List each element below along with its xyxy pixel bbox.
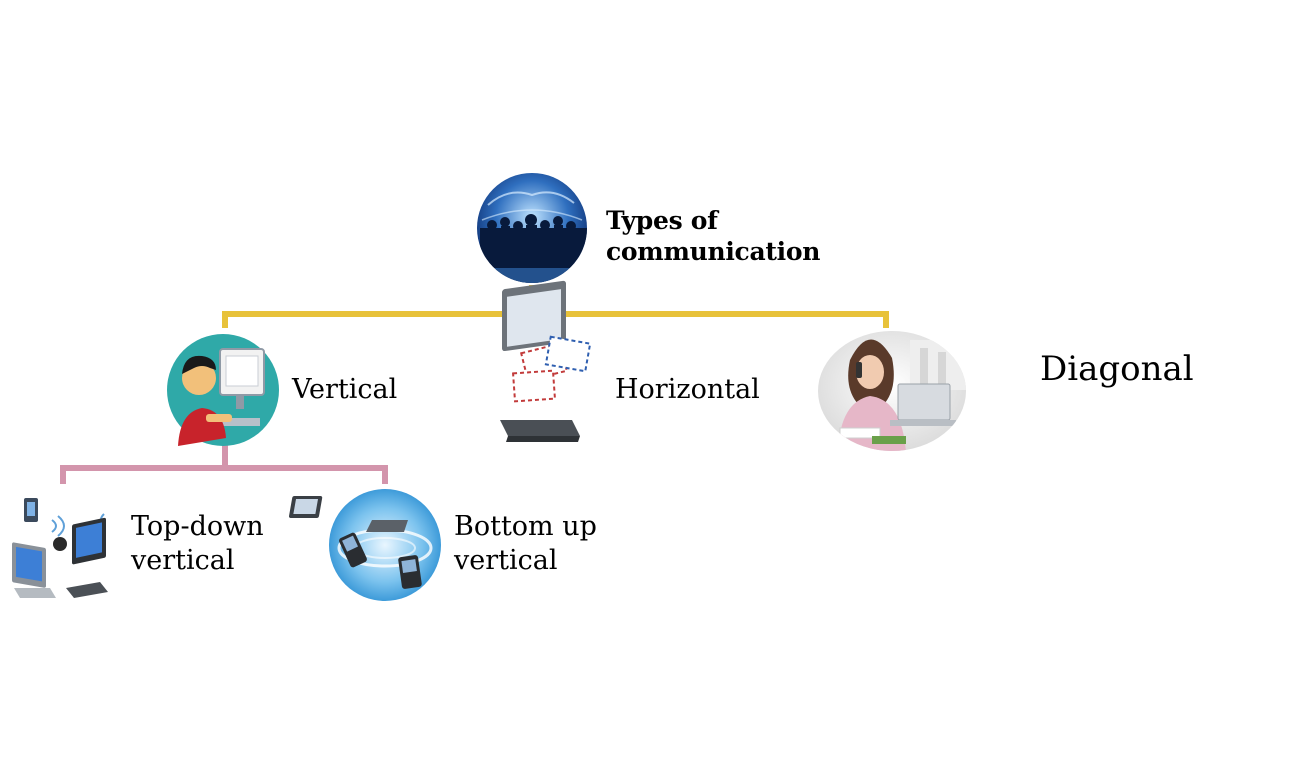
connected-devices-icon: [288, 489, 441, 601]
laptop-mail-icon: [500, 280, 592, 442]
subtype-label-top-down: Top-down vertical: [131, 510, 264, 578]
type-label-diagonal: Diagonal: [1040, 349, 1194, 389]
wireless-devices-icon: [12, 498, 108, 598]
globe-crowd-icon: [477, 173, 587, 283]
sub-connector: [60, 445, 388, 484]
computer-user-icon: [167, 334, 279, 446]
type-label-horizontal: Horizontal: [615, 374, 760, 405]
type-label-vertical: Vertical: [292, 374, 398, 405]
subtype-label-bottom-up: Bottom up vertical: [454, 510, 597, 578]
root-title-line2: communication: [606, 237, 821, 266]
root-title-line1: Types of: [606, 206, 718, 235]
subtype-bottom-up-line1: Bottom up: [454, 511, 597, 542]
subtype-top-down-line1: Top-down: [131, 511, 264, 542]
woman-on-phone-icon: [818, 331, 966, 451]
subtype-top-down-line2: vertical: [131, 545, 235, 576]
subtype-bottom-up-line2: vertical: [454, 545, 558, 576]
root-title: Types of communication: [606, 205, 820, 267]
